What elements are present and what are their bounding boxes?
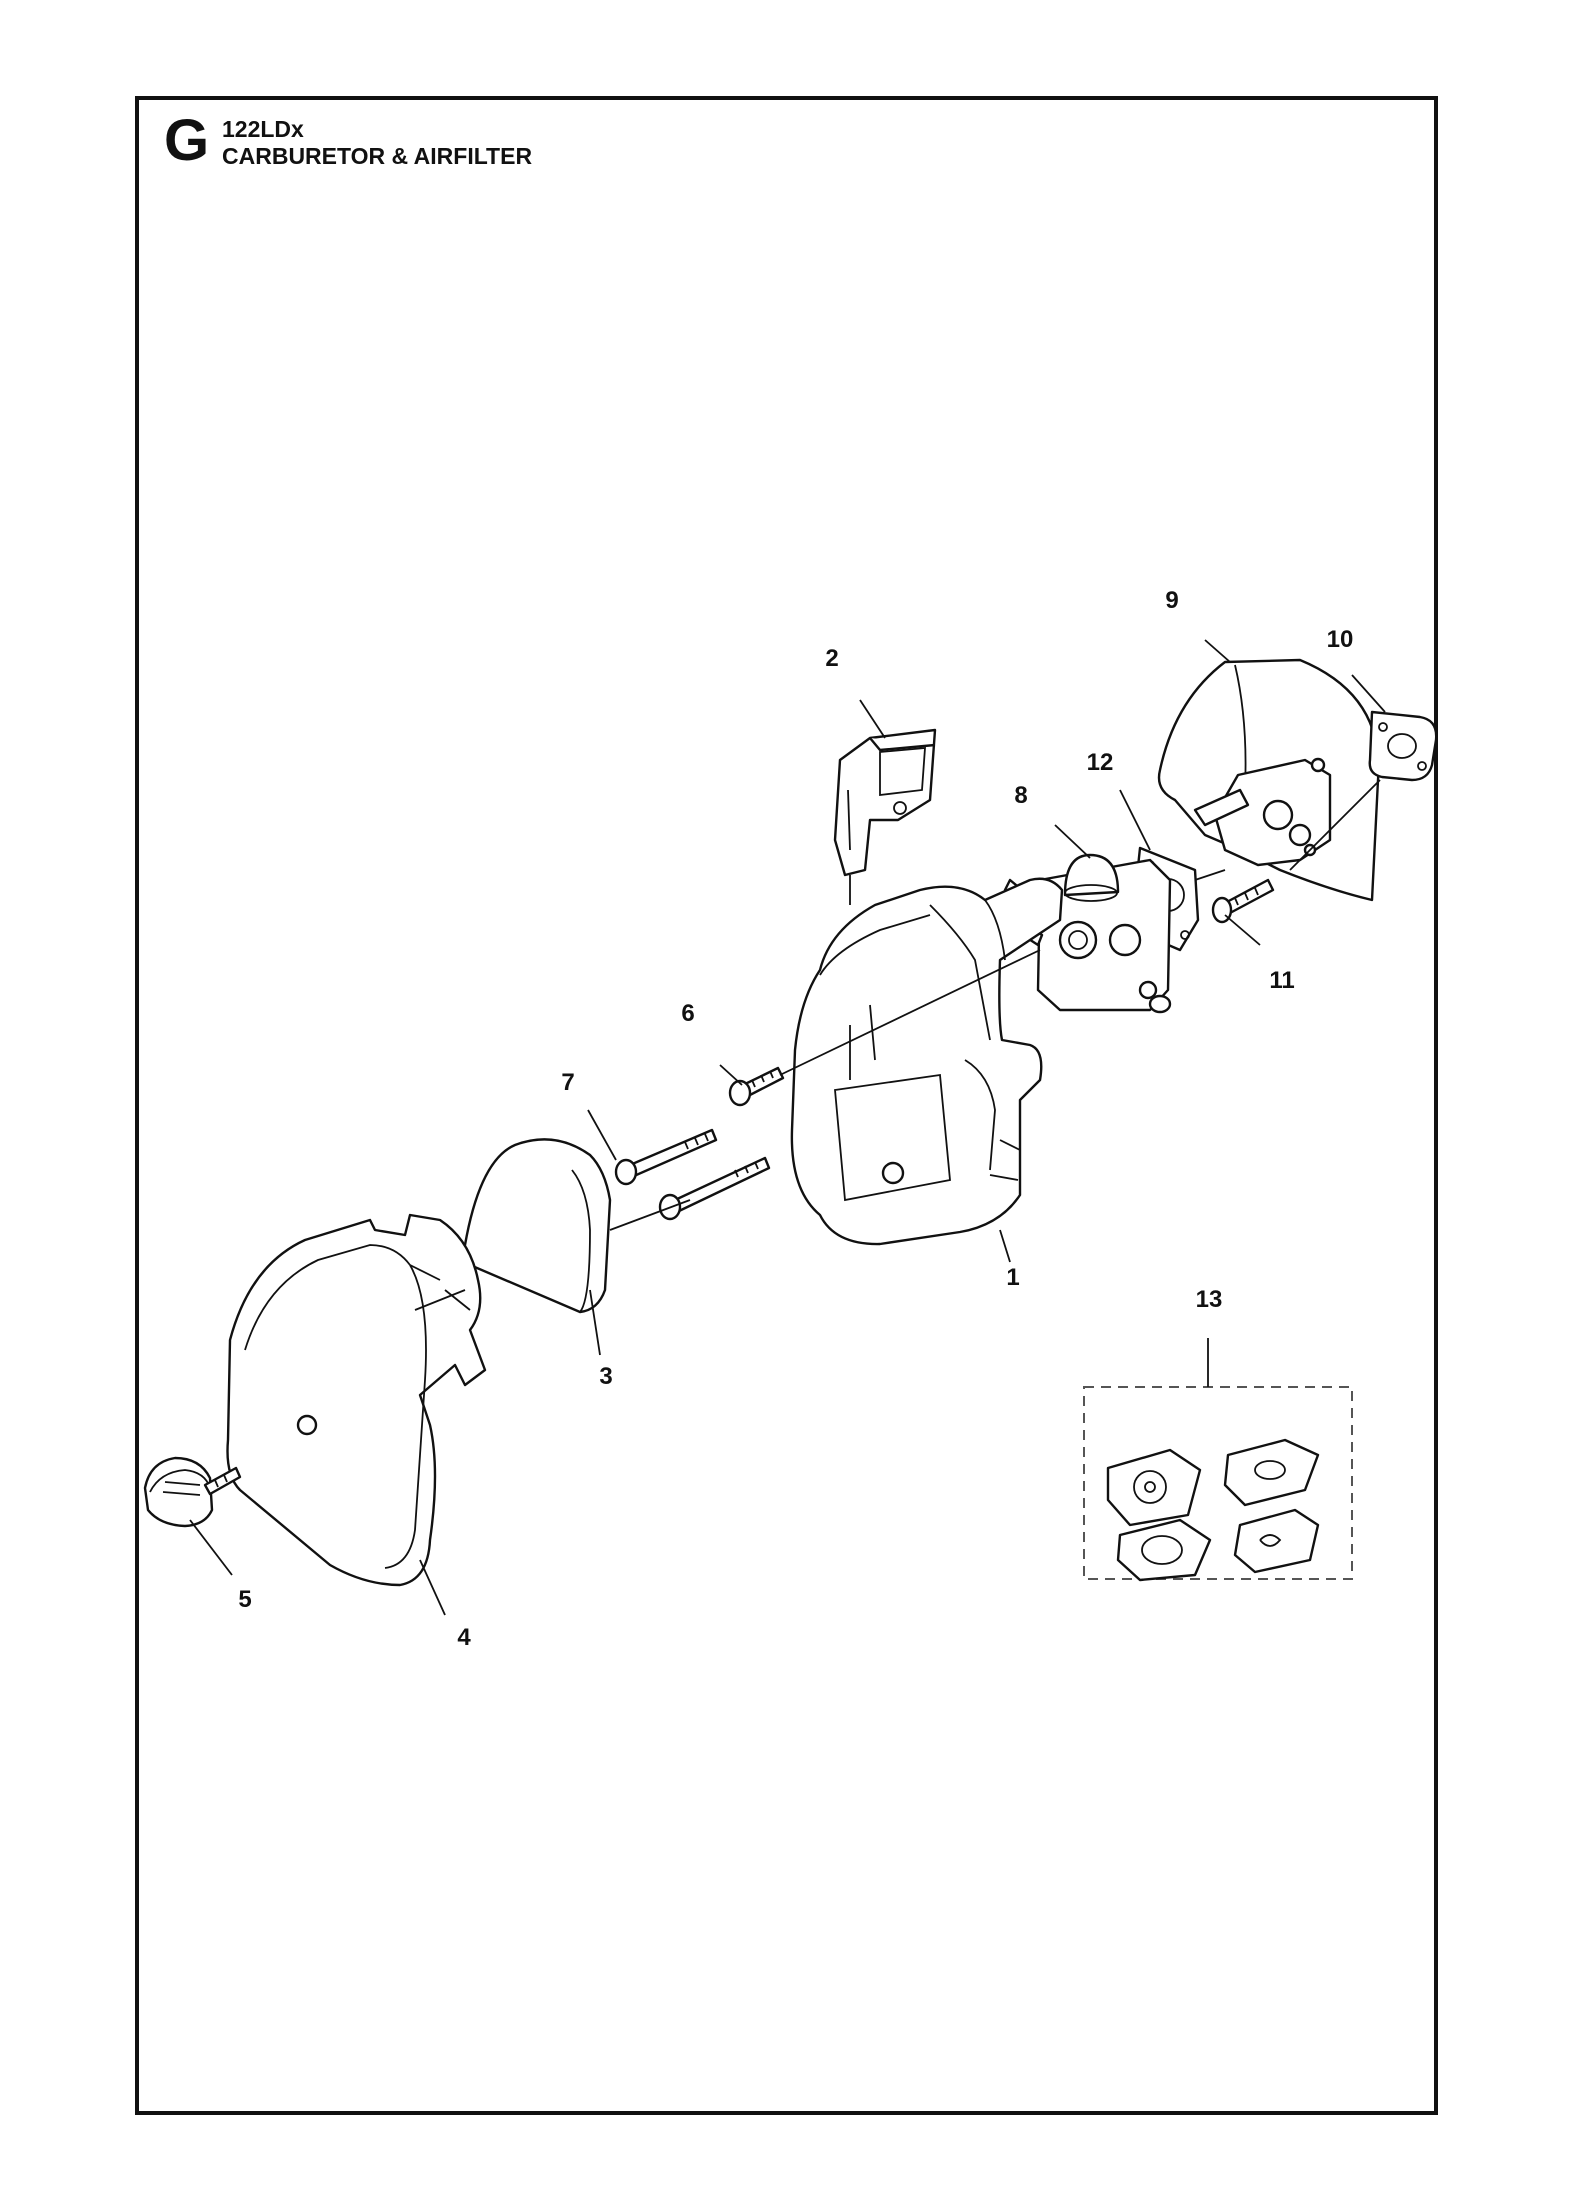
part-10-gasket — [1368, 710, 1438, 782]
part-2-clip — [833, 728, 937, 877]
callout-3: 3 — [599, 1363, 612, 1390]
part-9-intake-adapter — [1157, 658, 1380, 902]
callout-7: 7 — [561, 1069, 574, 1096]
callout-11: 11 — [1269, 967, 1294, 994]
callout-9: 9 — [1165, 587, 1178, 614]
callout-1: 1 — [1006, 1264, 1019, 1291]
callout-4: 4 — [457, 1624, 471, 1651]
callout-10: 10 — [1327, 626, 1354, 653]
part-11-screw — [1211, 878, 1275, 924]
section-title: CARBURETOR & AIRFILTER — [222, 143, 533, 169]
callout-6: 6 — [681, 1000, 694, 1027]
callout-leaders — [189, 639, 1386, 1616]
section-letter: G — [164, 108, 210, 173]
part-3-air-filter — [462, 1138, 612, 1314]
part-1-filter-housing — [790, 877, 1064, 1246]
callout-13: 13 — [1196, 1286, 1223, 1313]
callout-5: 5 — [238, 1586, 251, 1613]
part-7-screws — [614, 1128, 771, 1221]
part-5-knob — [143, 1456, 242, 1528]
page-frame — [135, 96, 1438, 2115]
callout-8: 8 — [1014, 782, 1027, 809]
callout-2: 2 — [825, 645, 838, 672]
part-6-screw — [728, 1066, 785, 1107]
part-4-filter-cover — [226, 1213, 487, 1587]
part-13-gasket-kit — [1083, 1386, 1353, 1582]
callout-12: 12 — [1087, 749, 1114, 776]
model-name: 122LDx — [222, 116, 304, 142]
callout-labels: 1 2 3 4 5 6 7 8 9 10 11 12 13 — [238, 587, 1353, 1651]
assembly-lines — [414, 779, 1381, 1311]
